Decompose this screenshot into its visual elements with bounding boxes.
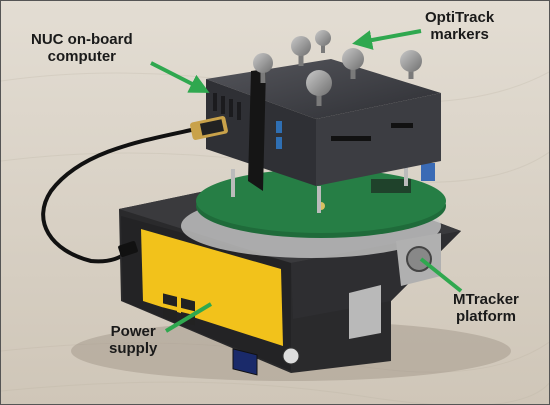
hdmi-plug [190, 116, 228, 140]
nuc-callout-line2: computer [47, 48, 116, 65]
nuc-callout-line1: NUC on-board [31, 31, 133, 48]
power-callout: Power supply [109, 323, 157, 357]
power-cable [41, 127, 197, 264]
power-callout-line2: supply [109, 340, 158, 357]
mtracker-callout-line1: MTracker [453, 291, 519, 308]
power-callout-line1: Power [110, 323, 156, 340]
nuc-callout: NUC on-board computer [31, 31, 133, 65]
mtracker-callout-line2: platform [455, 308, 516, 325]
mtracker-pointer [419, 257, 463, 293]
optitrack-callout-line2: markers [430, 26, 489, 43]
mtracker-callout: MTracker platform [453, 291, 519, 325]
optitrack-markers [253, 30, 422, 106]
optitrack-callout-line1: OptiTrack [425, 9, 495, 26]
battery-panel [141, 229, 283, 346]
optitrack-arrow [352, 29, 422, 50]
nuc-arrow [150, 61, 210, 93]
optitrack-callout: OptiTrack markers [425, 9, 494, 43]
dc-plug [118, 241, 138, 257]
power-pointer [164, 302, 213, 333]
